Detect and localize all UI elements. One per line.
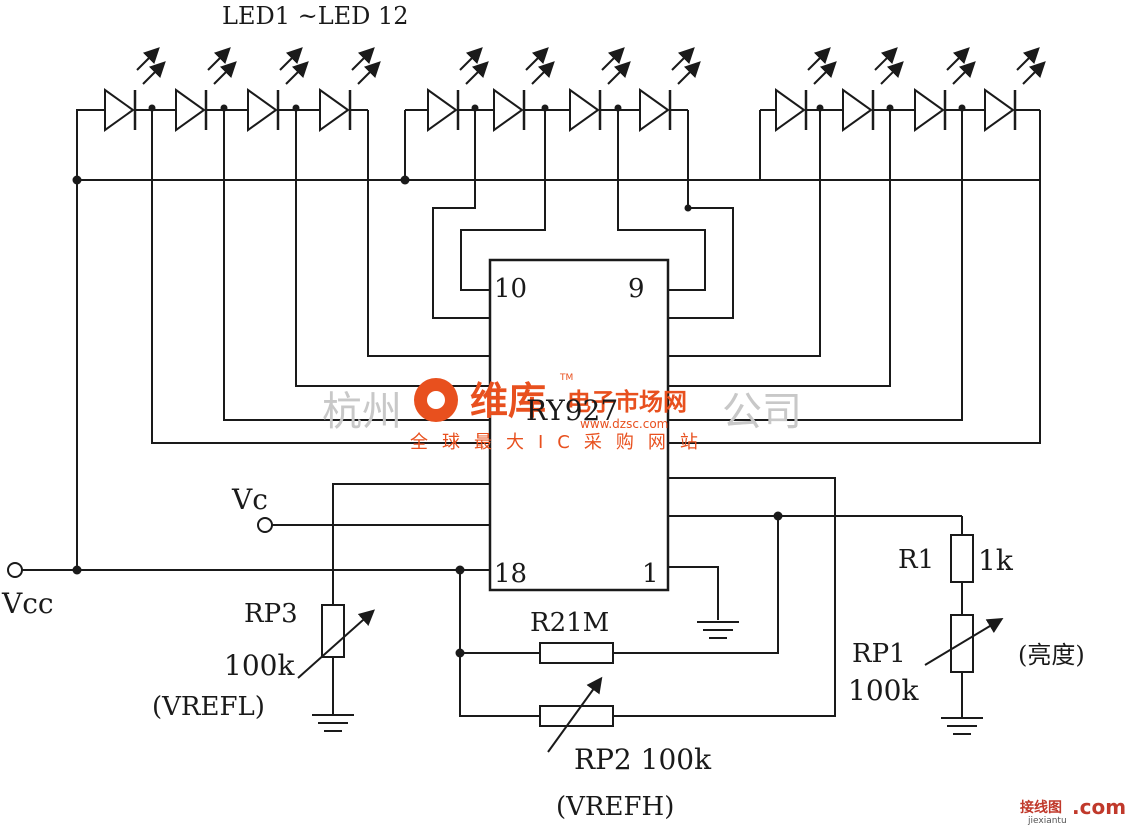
- ground-symbols: [312, 621, 983, 735]
- vrefl-label: (VREFL): [152, 692, 265, 722]
- corner-logo-sub: jiexiantu: [1027, 816, 1067, 825]
- vcc-terminal: [7, 562, 23, 578]
- watermark-brand-cn: 电子市场网: [567, 388, 687, 416]
- corner-logo-domain: .com: [1072, 795, 1126, 819]
- rp3-label: RP3: [244, 599, 298, 629]
- corner-logo-text: 接线图: [1020, 799, 1062, 816]
- vrefh-label: (VREFH): [556, 792, 674, 822]
- corner-logo: 接线图 .com jiexiantu: [1020, 795, 1126, 825]
- led-9: [775, 47, 837, 132]
- r1-resistor: [950, 534, 974, 583]
- led-6: [493, 47, 555, 132]
- watermark: 杭州 公司 维库 电子市场网 TM www.dzsc.com 全球最大IC采购网…: [322, 373, 802, 453]
- led-range-title: LED1 ~LED 12: [222, 2, 409, 30]
- junction-dots: [72, 104, 966, 658]
- led-8: [639, 47, 701, 132]
- watermark-bg-right: 公司: [722, 389, 802, 435]
- rp1-label: RP1: [852, 639, 906, 669]
- led-11: [914, 47, 976, 132]
- led-1: [104, 47, 166, 132]
- led-array: [104, 47, 1046, 132]
- led-7: [569, 47, 631, 132]
- rp3-value: 100k: [224, 649, 295, 682]
- led-4: [319, 47, 381, 132]
- watermark-slogan: 全球最大IC采购网站: [410, 432, 712, 453]
- pin9-label: 9: [628, 274, 645, 304]
- watermark-brand: 维库: [470, 379, 546, 423]
- pin1-label: 1: [642, 559, 659, 589]
- r2-label: R21M: [530, 608, 609, 638]
- ic-name: RY927: [526, 394, 618, 427]
- pin18-label: 18: [494, 559, 527, 589]
- r1-label: R1: [898, 545, 934, 575]
- vcc-label: Vcc: [1, 587, 54, 620]
- led-12: [984, 47, 1046, 132]
- ic-body: [488, 258, 670, 592]
- watermark-url: www.dzsc.com: [580, 417, 668, 431]
- led-2: [175, 47, 237, 132]
- rp3-resistor: [321, 604, 345, 658]
- vc-label: Vc: [231, 483, 268, 516]
- led-5: [427, 47, 489, 132]
- r1-value: 1k: [978, 544, 1014, 577]
- pin10-label: 10: [494, 274, 527, 304]
- rp2-resistor: [539, 705, 614, 727]
- led-10: [842, 47, 904, 132]
- watermark-tm: TM: [559, 373, 573, 383]
- vc-terminal: [257, 517, 273, 533]
- rp2-label: RP2 100k: [574, 743, 712, 776]
- watermark-bg-left: 杭州: [322, 389, 402, 435]
- brightness-label: (亮度): [1018, 641, 1085, 669]
- r2-resistor: [539, 642, 614, 664]
- rp1-value: 100k: [848, 674, 919, 707]
- led-3: [247, 47, 309, 132]
